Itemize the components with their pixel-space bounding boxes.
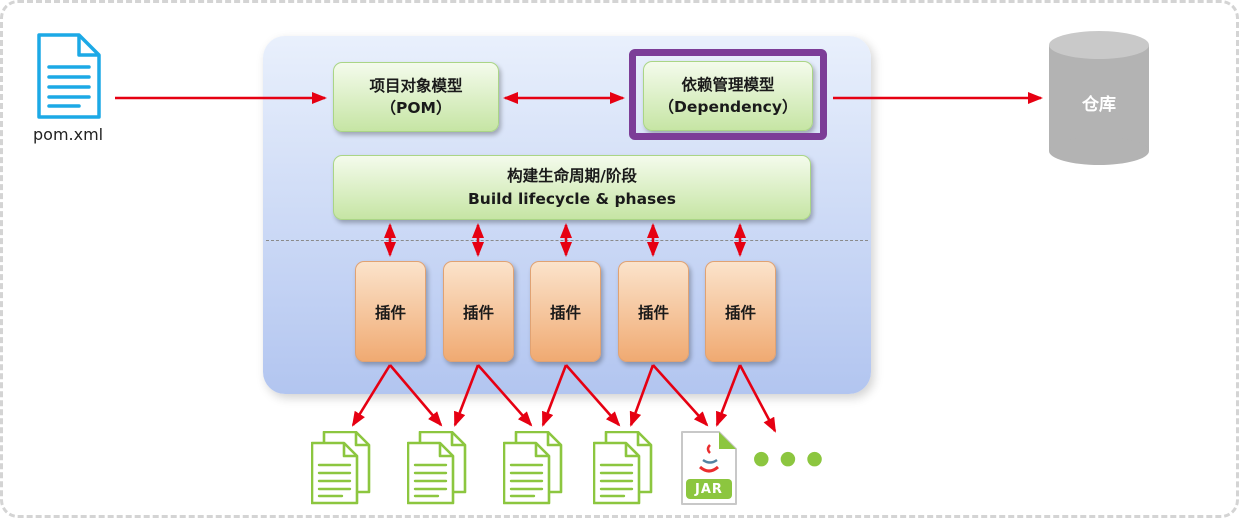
plugin-box-1: 插件	[355, 261, 426, 362]
dependency-model-line1: 依赖管理模型	[681, 75, 775, 94]
pom-model-line2: （POM）	[380, 99, 452, 117]
documents-icon	[592, 430, 653, 505]
lifecycle-box: 构建生命周期/阶段 Build lifecycle & phases	[333, 155, 811, 220]
lifecycle-line1: 构建生命周期/阶段	[507, 167, 637, 186]
dependency-model-line2: （Dependency）	[658, 98, 798, 116]
jar-file-icon: JAR	[681, 431, 737, 505]
lifecycle-line2: Build lifecycle & phases	[467, 189, 677, 208]
plugin-box-4: 插件	[618, 261, 689, 362]
output-doc-stack-3	[502, 430, 563, 505]
jar-icon	[681, 431, 737, 505]
panel-dashed-divider	[266, 240, 868, 241]
documents-icon	[406, 430, 467, 505]
pom-xml-label: pom.xml	[33, 125, 104, 144]
output-doc-stack-1	[310, 430, 371, 505]
document-icon	[37, 33, 101, 119]
repository-cylinder: 仓库	[1047, 29, 1151, 169]
jar-badge-label: JAR	[695, 481, 723, 497]
dependency-highlight-frame	[629, 49, 827, 140]
output-doc-stack-4	[592, 430, 653, 505]
repository-label: 仓库	[1082, 94, 1116, 115]
database-icon	[1049, 31, 1149, 165]
pom-model-line1: 项目对象模型	[369, 76, 463, 95]
plugin-box-2: 插件	[443, 261, 514, 362]
documents-icon	[502, 430, 563, 505]
dependency-model-box: 依赖管理模型 （Dependency）	[643, 61, 813, 131]
pom-model-box: 项目对象模型 （POM）	[333, 62, 499, 132]
plugin-box-3: 插件	[530, 261, 601, 362]
pom-xml-file	[37, 33, 127, 125]
output-doc-stack-2	[406, 430, 467, 505]
plugin-box-5: 插件	[705, 261, 776, 362]
documents-icon	[310, 430, 371, 505]
ellipsis-icon: ● ● ●	[753, 447, 825, 469]
